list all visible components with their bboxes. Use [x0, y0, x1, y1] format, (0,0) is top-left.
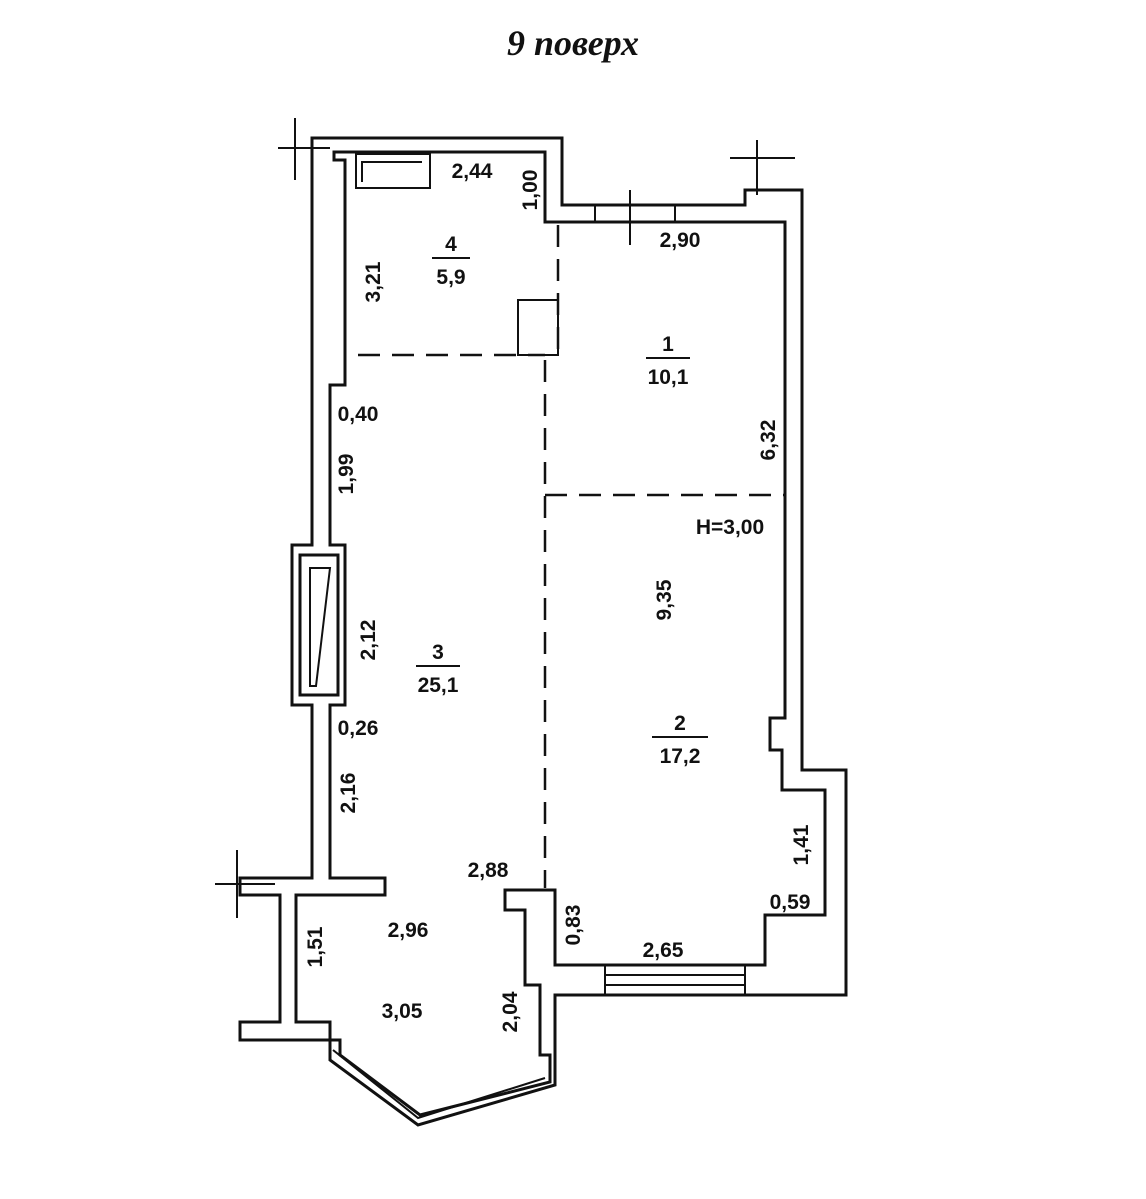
outer-wall	[238, 136, 848, 1127]
room3-number: 3	[432, 641, 444, 664]
axis-mark-1	[278, 118, 330, 180]
dim-0-59: 0,59	[770, 891, 811, 914]
bath-fixture	[355, 153, 431, 189]
dim-2-44: 2,44	[452, 160, 493, 183]
dim-0-26: 0,26	[338, 717, 379, 740]
dim-1-41: 1,41	[790, 824, 813, 865]
axis-mark-2	[730, 140, 795, 195]
dim-2-16: 2,16	[337, 773, 360, 814]
room2-area: 17,2	[660, 745, 701, 768]
dim-1-51: 1,51	[304, 926, 327, 967]
bath-fixture-inner	[361, 161, 422, 182]
shaft-box	[517, 299, 559, 356]
room1-area: 10,1	[648, 366, 689, 389]
bottom-window	[604, 965, 746, 995]
dim-2-65: 2,65	[643, 939, 684, 962]
dim-2-12: 2,12	[357, 620, 380, 661]
dim-3-05: 3,05	[382, 1000, 423, 1023]
room4-number: 4	[445, 233, 457, 256]
dim-2-96: 2,96	[388, 919, 429, 942]
room1-number: 1	[662, 333, 674, 356]
dim-2-04: 2,04	[499, 991, 522, 1032]
room2-number: 2	[674, 712, 686, 735]
left-window-pane	[309, 567, 332, 687]
dim-1-00: 1,00	[519, 170, 542, 211]
dim-0-83: 0,83	[562, 905, 585, 946]
dim-2-88: 2,88	[468, 859, 509, 882]
inner-wall	[294, 150, 827, 1117]
dim-3-21: 3,21	[362, 261, 385, 302]
dim-2-90: 2,90	[660, 229, 701, 252]
bay-window-line	[332, 1049, 546, 1120]
dim-0-40: 0,40	[338, 403, 379, 426]
dim-height: H=3,00	[696, 516, 764, 539]
room3-area: 25,1	[418, 674, 459, 697]
top-opening	[594, 205, 676, 222]
room4-area: 5,9	[436, 266, 465, 289]
dim-6-32: 6,32	[757, 420, 780, 461]
page-title: 9 поверх	[507, 23, 639, 63]
axis-mark-4	[215, 850, 275, 918]
dim-1-99: 1,99	[335, 454, 358, 495]
dim-9-35: 9,35	[653, 579, 676, 620]
left-window	[298, 553, 340, 697]
